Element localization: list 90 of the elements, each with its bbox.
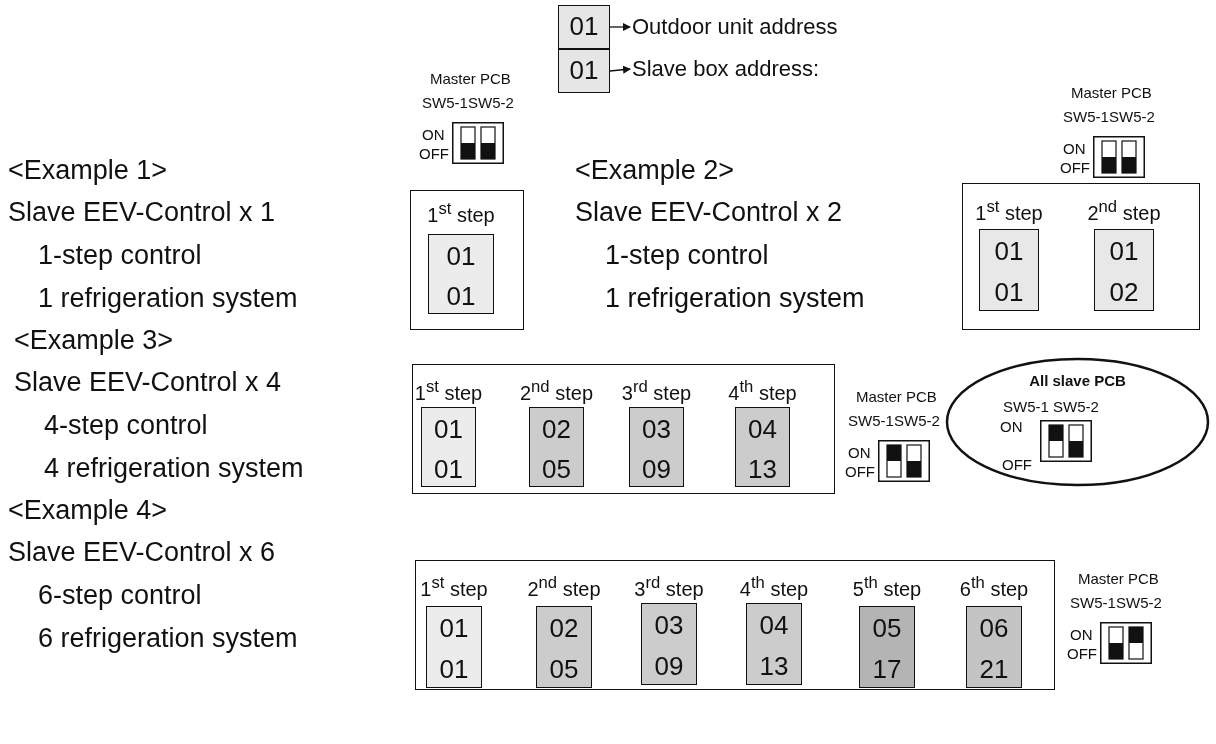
step-label: 1$^{st}$ step	[419, 572, 489, 601]
off-label: OFF	[1067, 643, 1097, 664]
address-number: 01	[445, 240, 477, 273]
address-number: 03	[641, 413, 672, 446]
pcb-label: All slave PCB	[1028, 371, 1127, 391]
address-number: 04	[747, 413, 778, 446]
step-label: 3$^{rd}$ step	[620, 376, 693, 405]
pcb-label: Master PCB	[856, 386, 937, 407]
arrow	[609, 23, 631, 31]
address-number: 01	[433, 413, 464, 446]
example-heading: <Example 4>	[8, 494, 168, 528]
switch-label: SW5-1	[1063, 106, 1109, 127]
address-number: 02	[1108, 276, 1140, 309]
step-label: 1$^{st}$ step	[426, 198, 496, 227]
step-label: 6$^{th}$ step	[958, 572, 1030, 601]
description-text: Slave EEV-Control x 2	[575, 196, 843, 230]
example-heading: <Example 2>	[575, 154, 735, 188]
description-text: 6 refrigeration system	[38, 622, 298, 656]
off-label: OFF	[845, 461, 875, 482]
description-text: 6-step control	[38, 579, 202, 613]
address-number: 05	[871, 612, 903, 645]
step-label: 3$^{rd}$ step	[633, 572, 705, 601]
example-panel	[412, 364, 835, 494]
address-number: 06	[978, 612, 1010, 645]
address-caption: Outdoor unit address	[632, 14, 838, 40]
address-number: 02	[548, 612, 580, 645]
description-text: 4-step control	[44, 409, 208, 443]
description-text: Slave EEV-Control x 6	[8, 536, 276, 570]
example-panel	[962, 183, 1200, 330]
off-label: OFF	[1002, 455, 1032, 475]
address-number: 13	[758, 650, 790, 683]
address-cell: 01	[558, 5, 610, 49]
step-label: 2$^{nd}$ step	[526, 572, 602, 601]
address-number: 09	[641, 453, 672, 486]
example-heading: <Example 1>	[8, 154, 168, 188]
address-number: 03	[653, 609, 685, 642]
switch-label: SW5-2	[1053, 397, 1099, 417]
pcb-label: Master PCB	[1071, 82, 1152, 103]
description-text: 1 refrigeration system	[605, 282, 865, 316]
address-number: 02	[541, 413, 572, 446]
switch-label: SW5-2	[468, 92, 514, 113]
address-number: 01	[993, 276, 1025, 309]
address-number: 04	[758, 609, 790, 642]
step-label: 1$^{st}$ step	[974, 196, 1044, 225]
switch-label: SW5-2	[1116, 592, 1162, 613]
switch-label: SW5-1	[848, 410, 894, 431]
off-label: OFF	[419, 143, 449, 164]
switch-label: SW5-1	[422, 92, 468, 113]
example-heading: <Example 3>	[14, 324, 174, 358]
step-label: 2$^{nd}$ step	[1086, 196, 1162, 225]
switch-label: SW5-1	[1003, 397, 1049, 417]
description-text: 4 refrigeration system	[44, 452, 304, 486]
address-number: 05	[541, 453, 572, 486]
address-number: 01	[438, 612, 470, 645]
address-number: 01	[445, 280, 477, 313]
switch-label: SW5-2	[894, 410, 940, 431]
on-label: ON	[848, 442, 871, 463]
address-number: 01	[438, 653, 470, 686]
address-number: 05	[548, 653, 580, 686]
example-panel	[410, 190, 524, 330]
address-number: 01	[1108, 235, 1140, 268]
description-text: 1-step control	[38, 239, 202, 273]
example-panel	[415, 560, 1055, 690]
address-number: 13	[747, 453, 778, 486]
description-text: 1 refrigeration system	[38, 282, 298, 316]
address-number: 09	[653, 650, 685, 683]
step-label: 1$^{st}$ step	[413, 376, 484, 405]
address-number: 21	[978, 653, 1010, 686]
description-text: Slave EEV-Control x 4	[14, 366, 282, 400]
pcb-label: Master PCB	[1078, 568, 1159, 589]
address-number: 01	[433, 453, 464, 486]
off-label: OFF	[1060, 157, 1090, 178]
description-text: Slave EEV-Control x 1	[8, 196, 276, 230]
pcb-label: Master PCB	[430, 68, 511, 89]
on-label: ON	[1063, 138, 1086, 159]
switch-label: SW5-1	[1070, 592, 1116, 613]
on-label: ON	[422, 124, 445, 145]
arrow	[609, 65, 631, 74]
address-number: 01	[993, 235, 1025, 268]
step-label: 4$^{th}$ step	[738, 572, 810, 601]
description-text: 1-step control	[605, 239, 769, 273]
step-label: 5$^{th}$ step	[851, 572, 923, 601]
address-number: 17	[871, 653, 903, 686]
on-label: ON	[1070, 624, 1093, 645]
switch-label: SW5-2	[1109, 106, 1155, 127]
step-label: 2$^{nd}$ step	[519, 376, 594, 405]
address-cell: 01	[558, 49, 610, 93]
step-label: 4$^{th}$ step	[727, 376, 798, 405]
on-label: ON	[1000, 417, 1023, 437]
address-caption: Slave box address:	[632, 56, 820, 82]
